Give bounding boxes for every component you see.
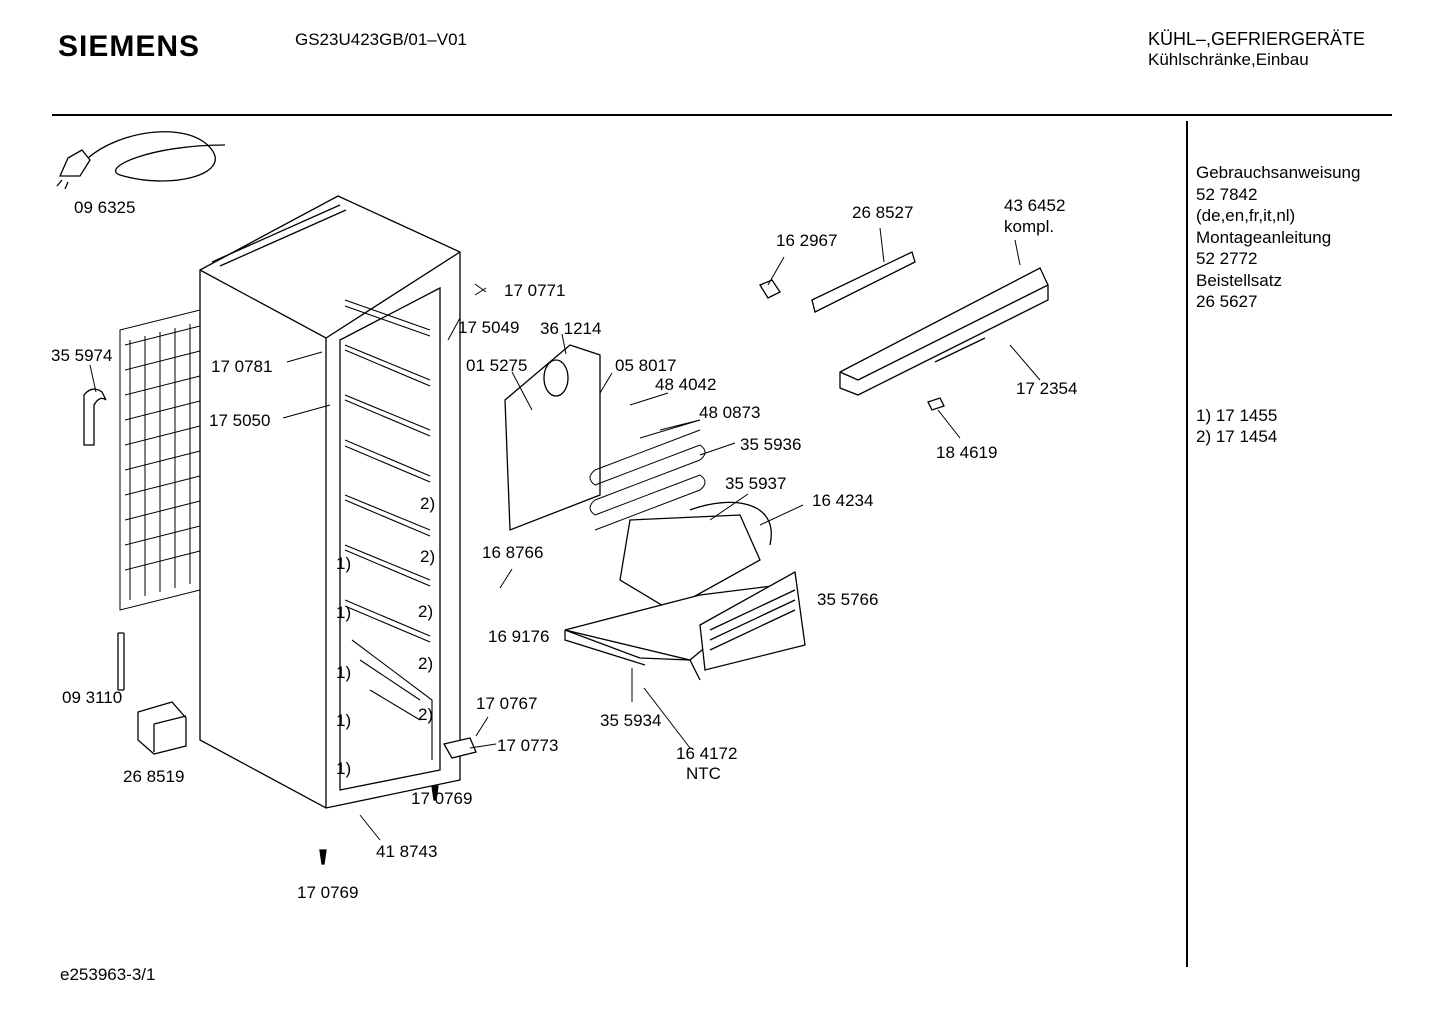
- shelf-rails: [344, 299, 433, 760]
- relay-box-part: [137, 701, 187, 755]
- part-label: 16 8766: [482, 543, 544, 562]
- drier-part: [117, 632, 125, 691]
- side-line: 26 5627: [1196, 292, 1258, 311]
- part-label: 48 0873: [699, 403, 761, 422]
- footnote-mark: 2): [420, 547, 436, 566]
- screw-part: [431, 785, 439, 801]
- side-line: Gebrauchsanweisung: [1196, 163, 1361, 182]
- part-label: 17 2354: [1016, 379, 1078, 398]
- leader-lines: [89, 227, 1041, 841]
- part-label: kompl.: [1004, 217, 1055, 236]
- fascia-panel-part: [839, 267, 1049, 396]
- footnote-mark: 1): [336, 663, 352, 682]
- part-label: 17 0781: [211, 357, 273, 376]
- side-line: 52 2772: [1196, 249, 1258, 268]
- document-id: e253963-3/1: [60, 965, 156, 984]
- rear-cover-part: [504, 344, 601, 531]
- part-label: 43 6452: [1004, 196, 1066, 215]
- drain-hose-part: [83, 388, 107, 446]
- control-module-part: [619, 501, 772, 611]
- footnote-mark: 2): [418, 705, 434, 724]
- screw-part: [319, 849, 327, 865]
- footnote-mark: 1): [336, 711, 352, 730]
- side-line: Beistellsatz: [1196, 270, 1282, 290]
- part-label: 17 5050: [209, 411, 271, 430]
- part-label: 35 5936: [740, 435, 802, 454]
- side-note: 2) 17 1454: [1196, 427, 1278, 446]
- side-divider: [1186, 121, 1188, 967]
- brand-logo: SIEMENS: [58, 30, 201, 63]
- side-line: Montageanleitung: [1196, 227, 1332, 247]
- side-note: 1) 17 1455: [1196, 406, 1278, 425]
- header-divider: [52, 114, 1392, 116]
- part-label: 17 5049: [458, 318, 520, 337]
- part-label: 16 4234: [812, 491, 874, 510]
- part-label: 17 0767: [476, 694, 538, 713]
- evaporator-coil-part: [589, 429, 706, 531]
- part-label: 18 4619: [936, 443, 998, 462]
- category-title: KÜHL–,GEFRIERGERÄTE: [1148, 29, 1366, 49]
- part-label: 17 0769: [411, 789, 473, 808]
- part-label: 01 5275: [466, 356, 528, 375]
- part-label: 09 3110: [62, 688, 123, 707]
- clip-part: [759, 279, 781, 299]
- part-label: 16 4172: [676, 744, 738, 763]
- part-label: 35 5937: [725, 474, 787, 493]
- side-panel-docs: Gebrauchsanweisung 52 7842 (de,en,fr,it,…: [1196, 162, 1360, 313]
- footnote-mark: 1): [336, 759, 352, 778]
- clip-part: [927, 397, 945, 411]
- part-label: 09 6325: [74, 198, 136, 217]
- power-cord-part: [56, 131, 226, 190]
- side-line: (de,en,fr,it,nl): [1196, 206, 1296, 225]
- part-label: 17 0771: [504, 281, 566, 300]
- part-label: 16 9176: [488, 627, 550, 646]
- part-label: 17 0769: [297, 883, 359, 902]
- cabinet-body: [199, 195, 461, 809]
- part-label: 48 4042: [655, 375, 717, 394]
- part-label: 16 2967: [776, 231, 838, 250]
- footnote-mark: 1): [336, 554, 352, 573]
- part-label: 17 0773: [497, 736, 559, 755]
- part-label: 41 8743: [376, 842, 438, 861]
- side-line: 52 7842: [1196, 184, 1258, 204]
- part-label: NTC: [686, 764, 721, 783]
- footnote-mark: 2): [418, 654, 434, 673]
- part-label: 35 5934: [600, 711, 662, 730]
- part-label: 35 5766: [817, 590, 879, 609]
- hinge-part: [443, 737, 477, 759]
- freezer-drawer-part: [564, 570, 806, 681]
- footnote-mark: 2): [420, 494, 436, 513]
- footnote-mark: 2): [418, 602, 434, 621]
- footnote-mark: 1): [336, 603, 352, 622]
- condenser-part: [119, 309, 201, 611]
- part-label: 26 8519: [123, 767, 185, 786]
- side-panel-notes: 1) 17 1455 2) 17 1454: [1196, 405, 1277, 447]
- part-label: 05 8017: [615, 356, 677, 375]
- part-label: 36 1214: [540, 319, 602, 338]
- pcb-part: [811, 251, 916, 313]
- model-number: GS23U423GB/01–V01: [295, 30, 468, 49]
- part-label: 35 5974: [51, 346, 113, 365]
- category-subtitle: Kühlschränke,Einbau: [1148, 50, 1309, 69]
- part-label: 26 8527: [852, 203, 914, 222]
